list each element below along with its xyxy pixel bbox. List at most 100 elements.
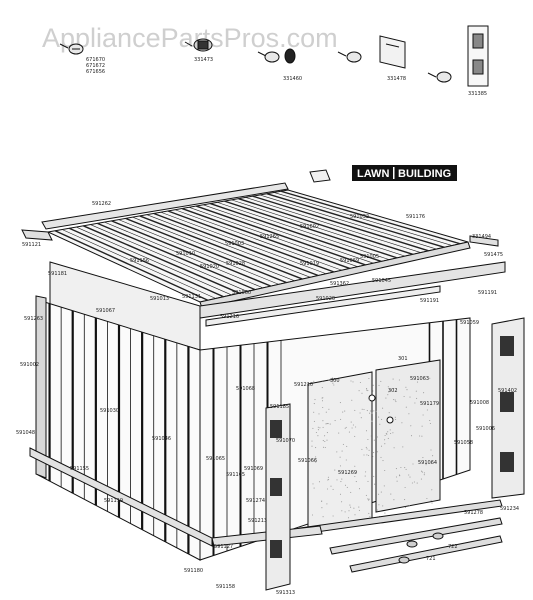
badge-left-text: LAWN — [357, 168, 389, 180]
part-label: 591064 — [418, 460, 437, 466]
texture-dot — [420, 478, 422, 480]
roof-rib — [139, 215, 303, 280]
texture-dot — [409, 505, 411, 507]
texture-dot — [409, 476, 411, 478]
texture-dot — [332, 488, 334, 490]
texture-dot — [321, 400, 324, 402]
texture-dot — [373, 452, 375, 454]
screw-icon — [59, 43, 84, 55]
texture-dot — [321, 397, 323, 399]
texture-dot — [345, 426, 347, 428]
texture-dot — [392, 432, 394, 434]
texture-dot — [387, 394, 389, 396]
part-label: 591402 — [498, 388, 517, 394]
part-label: 591210 — [294, 382, 313, 388]
roof-rib — [54, 230, 209, 301]
texture-dot — [380, 491, 382, 493]
texture-dot — [328, 478, 330, 480]
roof-rib — [252, 195, 429, 252]
part-label: 331494 — [472, 234, 491, 240]
texture-dot — [387, 437, 389, 439]
part-label: 591067 — [96, 308, 115, 314]
texture-dot — [315, 431, 317, 434]
texture-dot — [387, 386, 389, 388]
hinge-plate-icon — [467, 25, 489, 87]
badge-right-text: BUILDING — [398, 168, 451, 180]
part-label: 591362 — [330, 281, 349, 287]
part-label: 591121 — [22, 242, 41, 248]
part-label: 591119 — [104, 498, 123, 504]
texture-dot — [420, 470, 423, 472]
roof-rib — [61, 229, 216, 299]
part-label: 591262 — [92, 201, 111, 207]
texture-dot — [313, 380, 315, 382]
roof-rib — [132, 216, 295, 282]
texture-dot — [369, 516, 371, 518]
texture-dot — [313, 420, 315, 422]
texture-dot — [317, 435, 319, 437]
texture-dot — [346, 445, 348, 447]
door-handle-icon — [368, 394, 376, 402]
texture-dot — [326, 488, 329, 490]
texture-dot — [373, 475, 375, 477]
texture-dot — [421, 435, 423, 437]
texture-dot — [394, 399, 396, 401]
texture-dot — [368, 499, 370, 501]
roof-rib — [259, 194, 437, 250]
texture-dot — [382, 505, 384, 507]
texture-dot — [315, 461, 317, 463]
texture-dot — [408, 413, 410, 415]
texture-dot — [358, 390, 360, 392]
texture-dot — [393, 499, 395, 501]
part-label: 591234 — [500, 506, 519, 512]
texture-dot — [369, 410, 371, 412]
roof-rib — [153, 212, 319, 277]
part-label: 591028 — [226, 261, 245, 267]
texture-dot — [341, 510, 343, 512]
texture-dot — [395, 401, 397, 403]
texture-dot — [413, 481, 415, 483]
texture-dot — [398, 379, 400, 381]
texture-dot — [389, 429, 391, 431]
texture-dot — [404, 467, 406, 469]
texture-dot — [340, 481, 342, 483]
part-label: 591020 — [200, 264, 219, 270]
texture-dot — [329, 423, 331, 425]
texture-dot — [367, 498, 369, 500]
texture-dot — [322, 420, 324, 422]
texture-dot — [374, 483, 376, 485]
roof-rib — [104, 221, 264, 289]
texture-dot — [321, 507, 323, 509]
texture-dot — [398, 474, 401, 476]
left-wall-studs — [48, 303, 190, 554]
texture-dot — [358, 506, 360, 508]
texture-dot — [373, 410, 375, 412]
texture-dot — [429, 403, 432, 406]
part-label: 591045 — [372, 278, 391, 284]
texture-dot — [339, 493, 342, 495]
texture-dot — [379, 423, 381, 425]
texture-dot — [328, 408, 330, 410]
texture-dot — [315, 447, 317, 449]
texture-dot — [422, 414, 424, 416]
texture-dot — [388, 391, 390, 393]
texture-dot — [426, 497, 428, 500]
part-label: 591265 — [260, 234, 279, 240]
texture-dot — [384, 434, 386, 437]
texture-dot — [317, 426, 319, 428]
part-label: 591158 — [216, 584, 235, 590]
part-label: 591063 — [410, 376, 429, 382]
texture-dot — [334, 469, 336, 471]
roof-rib — [83, 225, 240, 294]
roof-rib — [97, 222, 256, 291]
texture-dot — [429, 419, 431, 422]
texture-dot — [419, 435, 421, 437]
texture-dot — [394, 416, 396, 418]
texture-dot — [367, 480, 369, 482]
texture-dot — [344, 427, 346, 429]
part-label: 591065 — [206, 456, 225, 462]
part-label: 591048 — [16, 430, 35, 436]
roof-rib — [160, 211, 327, 275]
part-label: 301 — [398, 356, 408, 362]
texture-dot — [402, 446, 404, 448]
